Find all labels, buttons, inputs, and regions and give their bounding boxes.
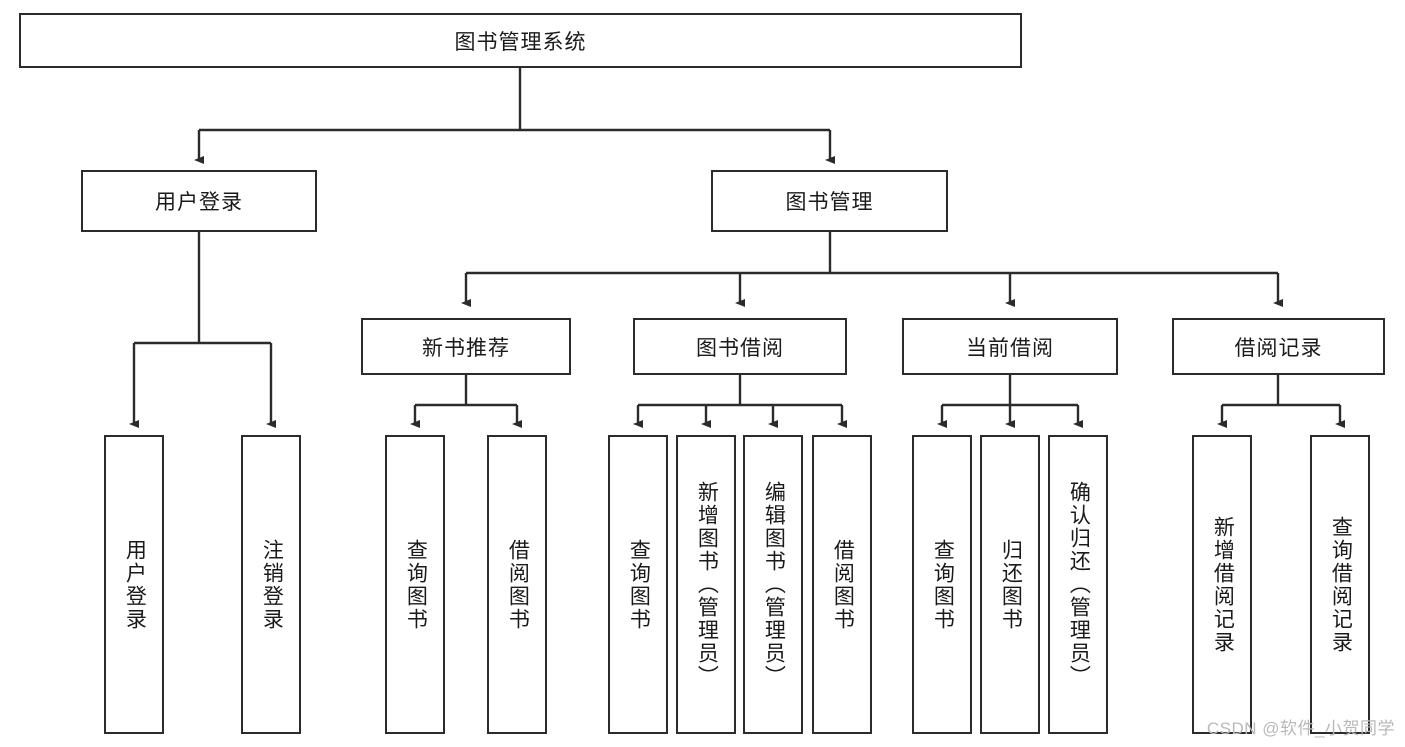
leaf-book-borrow-borrow: 借阅图书 xyxy=(812,435,872,734)
node-label: 图书管理 xyxy=(785,191,874,214)
leaf-new-book-query: 查询图书 xyxy=(385,435,445,734)
node-label: 查询图书 xyxy=(404,538,428,631)
node-label: 确认归还（管理员） xyxy=(1067,481,1091,688)
node-label: 用户登录 xyxy=(123,538,147,631)
node-label: 归还图书 xyxy=(999,538,1023,631)
leaf-current-borrow-return: 归还图书 xyxy=(980,435,1040,734)
node-user-login: 用户登录 xyxy=(81,170,317,232)
node-label: 查询图书 xyxy=(627,538,651,631)
node-label: 注销登录 xyxy=(260,538,284,631)
node-label: 新增借阅记录 xyxy=(1211,515,1235,654)
leaf-borrow-record-query: 查询借阅记录 xyxy=(1310,435,1370,734)
leaf-user-login-logout: 注销登录 xyxy=(241,435,301,734)
node-borrow-record: 借阅记录 xyxy=(1172,318,1385,375)
node-label: 编辑图书（管理员） xyxy=(762,481,786,688)
leaf-book-borrow-query: 查询图书 xyxy=(608,435,668,734)
node-label: 图书借阅 xyxy=(696,336,784,360)
leaf-borrow-record-add: 新增借阅记录 xyxy=(1192,435,1252,734)
node-new-book-recommend: 新书推荐 xyxy=(361,318,571,375)
leaf-current-borrow-query: 查询图书 xyxy=(912,435,972,734)
node-root: 图书管理系统 xyxy=(19,13,1022,68)
leaf-new-book-borrow: 借阅图书 xyxy=(487,435,547,734)
node-label: 查询借阅记录 xyxy=(1329,515,1353,654)
node-label: 新增图书（管理员） xyxy=(695,481,719,688)
watermark: CSDN @软件_小贺同学 xyxy=(1206,719,1395,738)
node-label: 借阅图书 xyxy=(506,538,530,631)
node-book-management: 图书管理 xyxy=(711,170,948,232)
node-label: 借阅记录 xyxy=(1234,336,1323,360)
leaf-user-login-login: 用户登录 xyxy=(104,435,164,734)
node-label: 用户登录 xyxy=(155,191,243,214)
node-label: 新书推荐 xyxy=(422,336,510,360)
leaf-book-borrow-edit: 编辑图书（管理员） xyxy=(743,435,803,734)
node-label: 查询图书 xyxy=(931,538,955,631)
node-label: 当前借阅 xyxy=(966,336,1054,360)
node-label: 图书管理系统 xyxy=(454,30,587,54)
node-book-borrow: 图书借阅 xyxy=(633,318,847,375)
leaf-book-borrow-add: 新增图书（管理员） xyxy=(676,435,736,734)
node-current-borrow: 当前借阅 xyxy=(902,318,1118,375)
node-label: 借阅图书 xyxy=(831,538,855,631)
leaf-current-borrow-confirm-return: 确认归还（管理员） xyxy=(1048,435,1108,734)
